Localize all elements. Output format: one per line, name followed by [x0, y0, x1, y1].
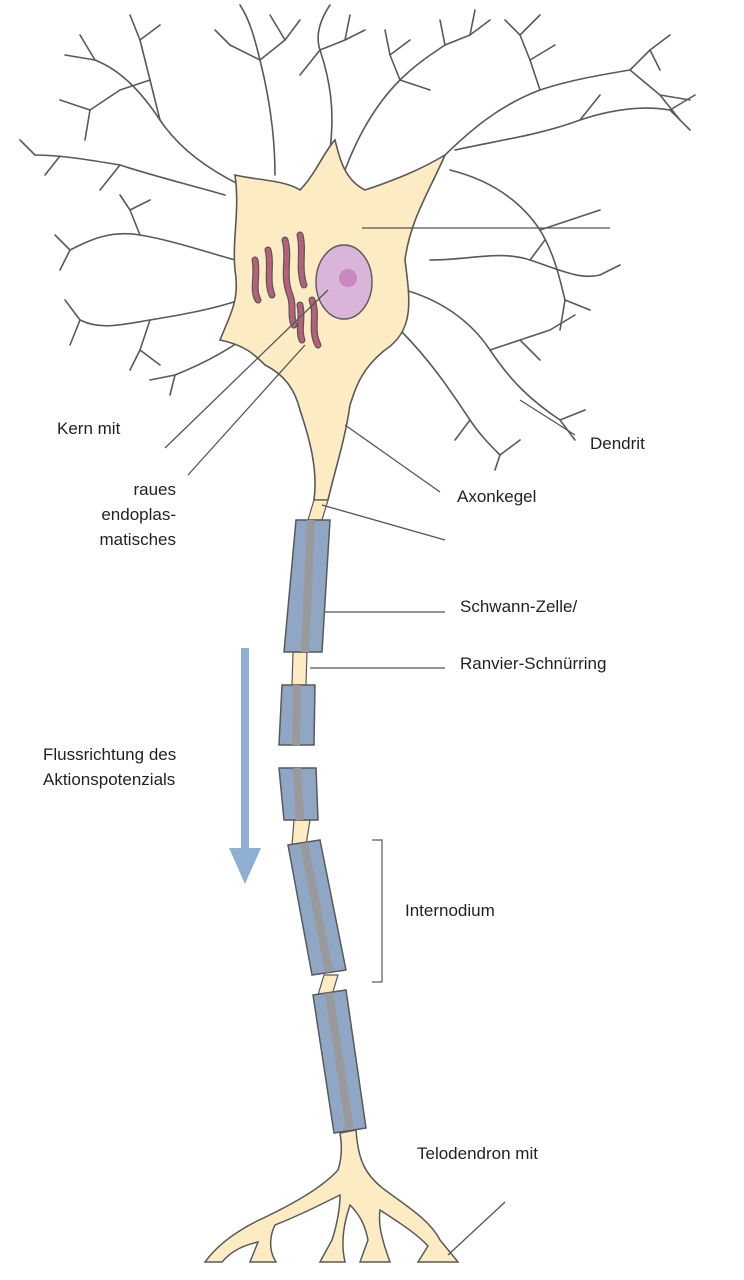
label-raues-line2: endoplas-	[101, 505, 176, 524]
label-flussrichtung-line2: Aktionspotenzials	[43, 770, 176, 789]
label-raues-line1: raues	[133, 480, 176, 499]
label-flussrichtung-line1: Flussrichtung des	[43, 745, 177, 764]
cell-body	[218, 138, 447, 501]
label-raues-line3: matisches	[99, 530, 176, 549]
leader-lines	[164, 227, 610, 1256]
label-internodium: Internodium	[405, 901, 495, 920]
label-kern-mit: Kern mit	[57, 419, 121, 438]
label-dendrit: Dendrit	[590, 434, 645, 453]
flow-direction-arrow	[229, 648, 261, 884]
label-telodendron: Telodendron mit	[417, 1144, 538, 1163]
myelin-sheath	[278, 519, 367, 1134]
internodium-bracket	[372, 839, 383, 983]
dendrites	[19, 4, 696, 471]
label-ranvier-schnurring: Ranvier-Schnürring	[460, 654, 607, 673]
label-schwann-zelle: Schwann-Zelle/	[460, 597, 578, 616]
label-axonkegel: Axonkegel	[457, 487, 537, 506]
telodendron	[203, 1129, 460, 1263]
nucleolus	[339, 269, 357, 287]
